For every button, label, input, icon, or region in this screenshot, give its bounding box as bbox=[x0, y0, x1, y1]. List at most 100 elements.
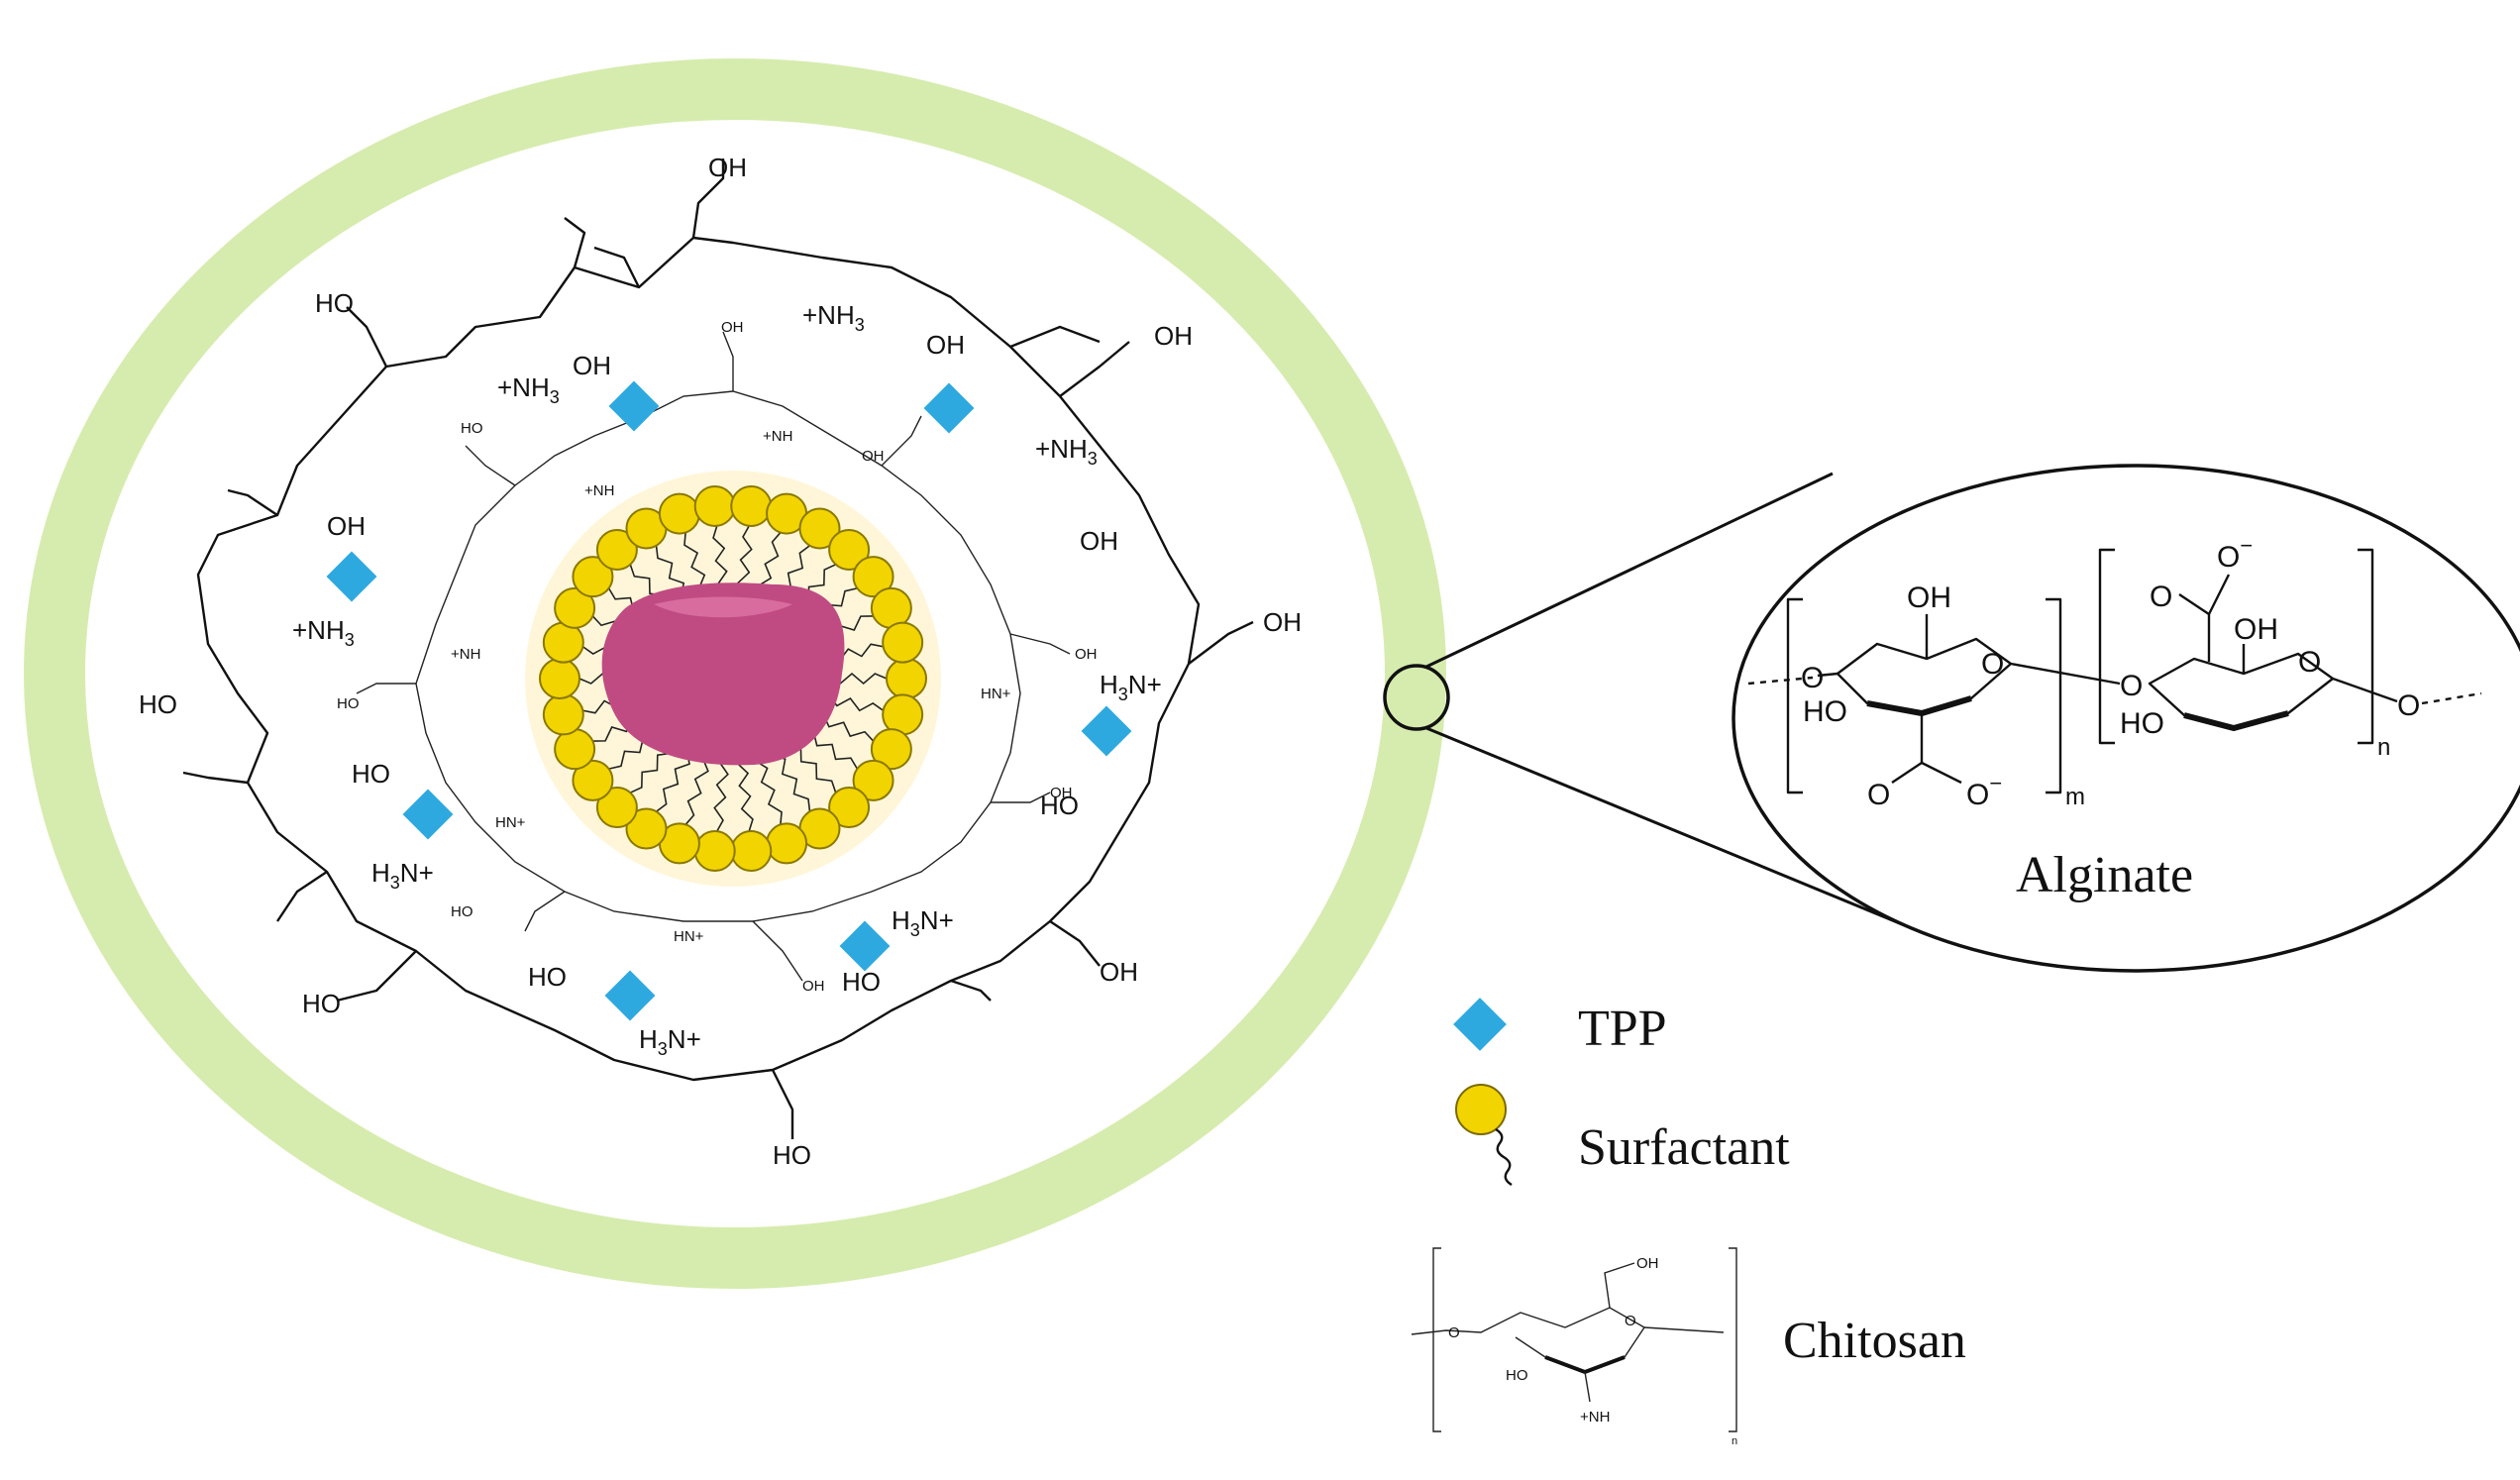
alg-o: O bbox=[2397, 689, 2420, 722]
chitosan-oh: OH bbox=[1636, 1255, 1659, 1272]
alg-o: O bbox=[1801, 662, 1824, 694]
alg-sub-m: m bbox=[2065, 784, 2085, 810]
tpp-diamond bbox=[402, 789, 454, 840]
alg-sub-n: n bbox=[2377, 734, 2390, 761]
surfactant-head bbox=[572, 759, 614, 801]
chitosan-network-outer bbox=[182, 159, 1254, 1139]
chitosan-o: O bbox=[1448, 1324, 1460, 1341]
label-oh: OH bbox=[1075, 646, 1098, 663]
surfactant-icon bbox=[1455, 1084, 1507, 1135]
label-h3n-plus: H3N+ bbox=[371, 858, 434, 893]
legend-tpp: TPP bbox=[1453, 998, 1667, 1057]
label-h3n-plus: H3N+ bbox=[1100, 670, 1162, 704]
legend-tpp-label: TPP bbox=[1578, 1001, 1667, 1057]
label-oh: OH bbox=[862, 448, 885, 465]
tpp-diamond bbox=[604, 970, 656, 1021]
alg-oh: OH bbox=[1907, 581, 1951, 614]
legend: TPP Surfactant O O OH HO +NH n Chitosan bbox=[1411, 998, 1966, 1447]
surfactant-head bbox=[542, 693, 584, 736]
surfactant-head bbox=[828, 787, 871, 829]
label-ho: HO bbox=[1040, 791, 1079, 820]
label-h3n-plus: HN+ bbox=[495, 814, 526, 831]
legend-surfactant: Surfactant bbox=[1455, 1084, 1790, 1187]
label-oh: OH bbox=[573, 351, 611, 380]
legend-chitosan: O O OH HO +NH n Chitosan bbox=[1411, 1247, 1966, 1447]
surfactant-head bbox=[595, 787, 638, 829]
label-ho: HO bbox=[337, 695, 360, 712]
label-oh: OH bbox=[926, 330, 965, 360]
label-h3n-plus: H3N+ bbox=[639, 1024, 701, 1059]
label-oh: OH bbox=[1100, 957, 1138, 987]
label-nh3-plus: +NH bbox=[451, 646, 480, 663]
label-oh: OH bbox=[708, 153, 747, 182]
alginate-atom-labels: O OH O HO O O− O O− O OH O HO O m n bbox=[1801, 533, 2420, 811]
alg-ho: HO bbox=[2120, 707, 2164, 740]
surfactant-tail bbox=[770, 753, 811, 812]
surfactant-tail bbox=[754, 759, 783, 825]
tpp-icon bbox=[1453, 998, 1507, 1051]
chitosan-o: O bbox=[1625, 1313, 1636, 1329]
alg-o: O bbox=[1867, 779, 1890, 811]
label-nh3-plus: +NH bbox=[763, 428, 792, 445]
label-h3n-plus: HN+ bbox=[981, 686, 1011, 702]
label-oh: OH bbox=[1080, 526, 1118, 556]
surfactant-head bbox=[886, 658, 927, 699]
label-nh3-plus: +NH3 bbox=[802, 300, 865, 335]
zoom-line-bottom bbox=[1425, 726, 1908, 928]
alg-o: O bbox=[2120, 670, 2143, 702]
surfactant-head bbox=[852, 556, 894, 598]
label-ho: HO bbox=[461, 420, 483, 437]
tpp-diamond bbox=[608, 380, 660, 432]
tpp-crosslinks bbox=[326, 380, 1132, 1021]
drug-core-highlight bbox=[654, 596, 792, 618]
alg-o: O bbox=[2150, 581, 2172, 613]
legend-surfactant-label: Surfactant bbox=[1578, 1119, 1790, 1176]
chitosan-ho: HO bbox=[1506, 1367, 1528, 1384]
surfactant-tail bbox=[736, 762, 754, 832]
zoom-line-top bbox=[1425, 472, 1834, 669]
alginate-structure bbox=[1747, 548, 2482, 794]
alg-ho: HO bbox=[1803, 695, 1847, 728]
chitosan-nh3: +NH bbox=[1580, 1409, 1610, 1426]
tpp-diamond bbox=[839, 920, 891, 972]
alginate-outer-ring bbox=[24, 58, 1446, 1289]
chitosan-sub-n: n bbox=[1732, 1435, 1737, 1447]
label-ho: HO bbox=[842, 967, 881, 997]
label-oh: OH bbox=[802, 978, 825, 995]
surfactant-head bbox=[870, 728, 912, 771]
label-ho: HO bbox=[451, 903, 473, 920]
label-ho: HO bbox=[315, 288, 354, 318]
label-nh3-plus: +NH3 bbox=[292, 615, 355, 650]
label-ho: HO bbox=[302, 989, 341, 1018]
alg-o-minus: O− bbox=[2217, 533, 2253, 574]
surfactant-tail bbox=[656, 748, 690, 812]
surfactant-head bbox=[625, 807, 668, 850]
surfactant-head bbox=[572, 556, 614, 598]
label-oh: OH bbox=[1154, 321, 1193, 351]
surfactant-head bbox=[798, 507, 841, 550]
alg-o: O bbox=[1981, 648, 2004, 681]
label-nh3-plus: +NH3 bbox=[1035, 434, 1098, 469]
tpp-diamond bbox=[923, 382, 975, 434]
label-ho: HO bbox=[528, 962, 567, 992]
zoom-source-circle bbox=[1383, 664, 1450, 731]
label-nh3-plus: +NH bbox=[584, 482, 614, 499]
label-oh: OH bbox=[327, 511, 366, 541]
surfactant-head bbox=[554, 586, 596, 629]
surfactant-head bbox=[658, 492, 700, 535]
label-ho: HO bbox=[773, 1140, 811, 1170]
alginate-title: Alginate bbox=[2016, 847, 2193, 903]
inner-group-labels: OH HO OH HO OH OH HO OH +NH +NH +NH HN+ … bbox=[337, 319, 1098, 995]
surfactant-head bbox=[730, 484, 773, 527]
tpp-diamond bbox=[1081, 705, 1132, 757]
alg-o-minus: O− bbox=[1966, 771, 2002, 811]
label-oh: OH bbox=[1050, 785, 1073, 801]
label-ho: HO bbox=[139, 689, 177, 719]
surfactant-head bbox=[828, 528, 871, 571]
surfactant-tail-icon bbox=[1495, 1127, 1513, 1187]
legend-chitosan-label: Chitosan bbox=[1783, 1313, 1966, 1369]
label-oh: OH bbox=[1263, 607, 1302, 637]
alg-o: O bbox=[2298, 646, 2321, 679]
